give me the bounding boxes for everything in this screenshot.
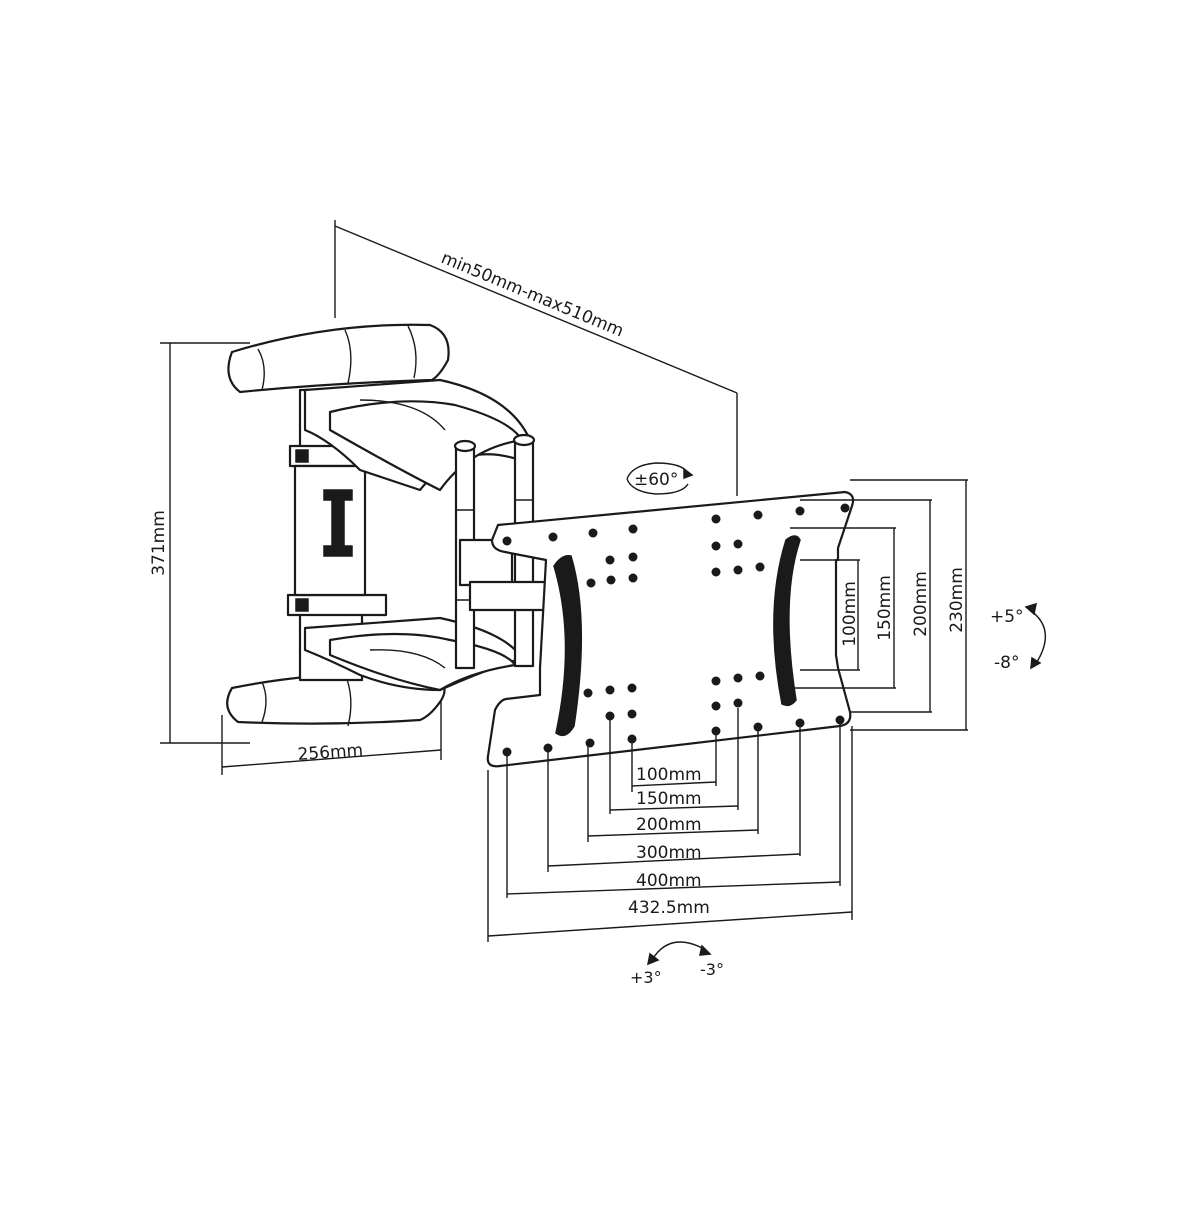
tilt-down-label: -8° (994, 653, 1019, 673)
vesa-v-150: 150mm (875, 575, 895, 641)
vesa-holes (502, 503, 850, 757)
vesa-plate (486, 490, 855, 768)
tilt-indicator: +5° -8° (990, 602, 1047, 673)
wall-height-label: 371mm (149, 510, 169, 576)
vesa-vertical-dimensions: 100mm 150mm 200mm 230mm (790, 479, 968, 731)
vesa-h-150: 150mm (636, 789, 702, 809)
tilt-up-label: +5° (990, 607, 1024, 627)
wall-width-label: 256mm (297, 740, 364, 765)
vesa-h-400: 400mm (636, 871, 702, 891)
vesa-h-4325: 432.5mm (628, 898, 710, 918)
wall-mount (226, 323, 562, 727)
swivel-indicator: ±60° (626, 462, 694, 495)
level-indicator: +3° -3° (630, 941, 724, 987)
extension-label: min50mm-max510mm (438, 248, 626, 341)
wall-width-dimension: 256mm (221, 700, 442, 775)
level-minus-label: -3° (700, 960, 724, 979)
vesa-h-100: 100mm (636, 765, 702, 785)
vesa-v-200: 200mm (911, 571, 931, 637)
vesa-h-200: 200mm (636, 815, 702, 835)
vesa-horizontal-dimensions: 100mm 150mm 200mm 300mm 400mm 432.5mm (487, 708, 853, 942)
vesa-v-100: 100mm (840, 581, 860, 647)
level-plus-label: +3° (630, 968, 662, 987)
vesa-h-300: 300mm (636, 843, 702, 863)
vesa-v-230: 230mm (947, 567, 967, 633)
swivel-label: ±60° (634, 470, 678, 490)
wall-height-dimension: 371mm (149, 342, 250, 744)
